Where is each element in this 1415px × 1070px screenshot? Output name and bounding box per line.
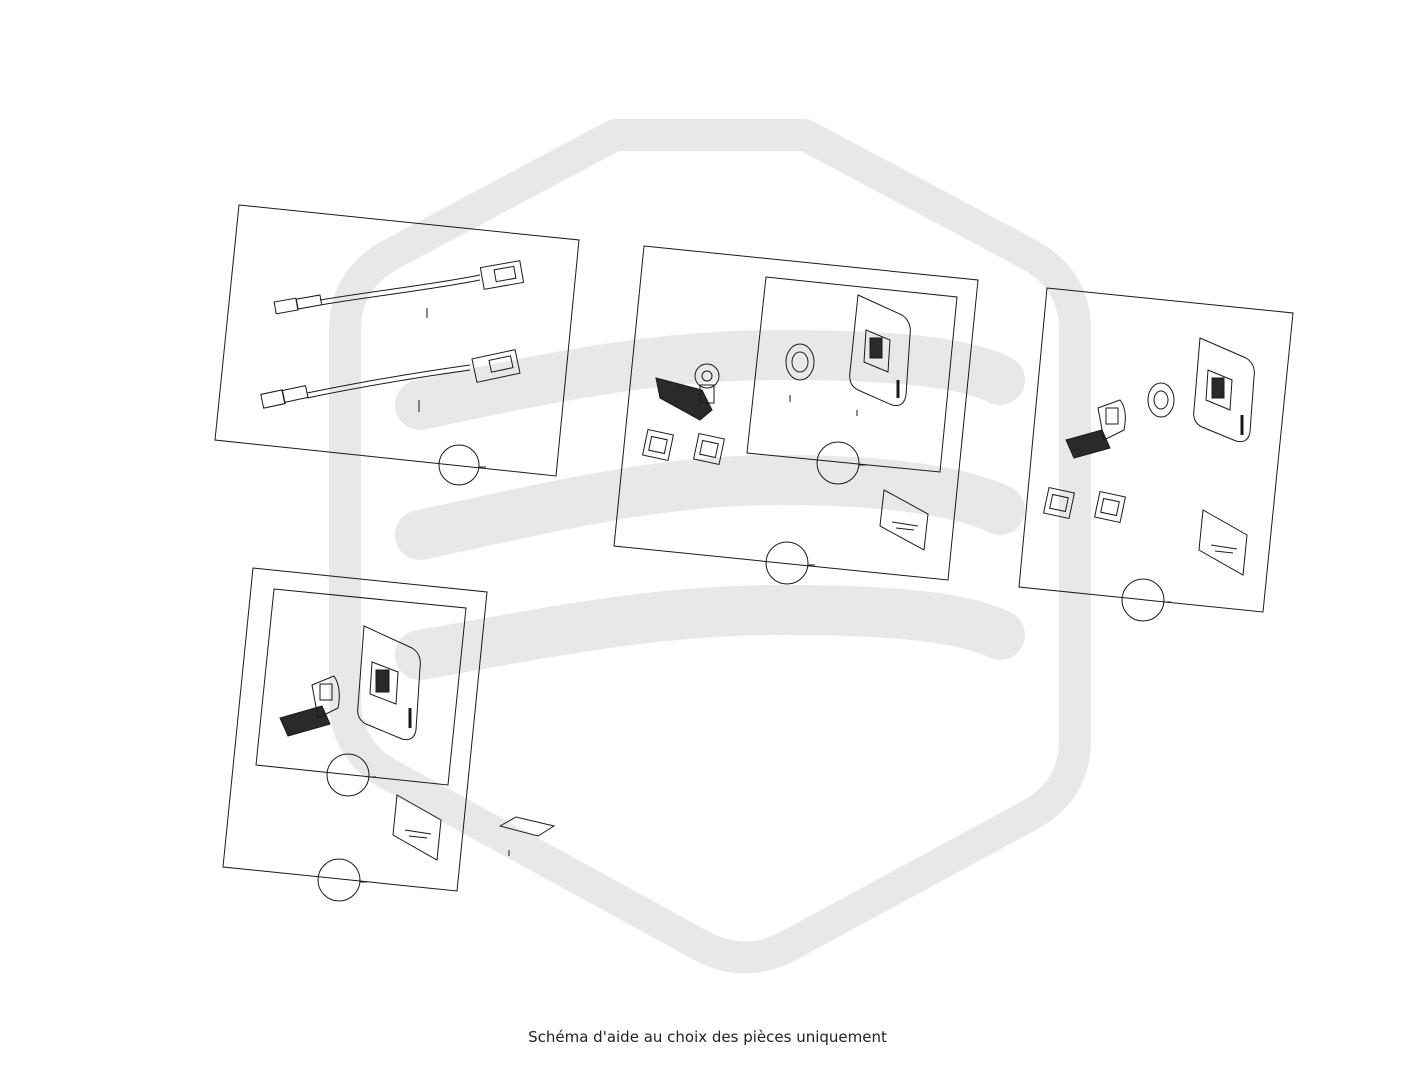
panel-car-mount-kit[interactable] (613, 245, 979, 585)
callout-circle[interactable] (438, 444, 480, 486)
mount-bracket-icon (849, 294, 911, 416)
callout-circle[interactable] (326, 753, 370, 797)
gps-mount-pad-icon (785, 343, 815, 402)
diagram-caption: Schéma d'aide au choix des pièces unique… (528, 1028, 887, 1046)
screen-protector-icon (1198, 509, 1248, 576)
clip-icon (641, 428, 675, 462)
hinge-mount-icon (279, 675, 340, 737)
clip-icon (1093, 490, 1127, 524)
screen-protector-icon (879, 489, 929, 551)
panel-mount-set-with-pad[interactable] (1018, 287, 1294, 622)
usb-cable-icon (273, 260, 525, 318)
callout-circle[interactable] (816, 441, 860, 485)
mount-bracket-icon (1193, 337, 1255, 443)
mount-bracket-icon (357, 625, 421, 741)
hinge-mount-icon (1065, 399, 1126, 459)
callout-circle[interactable] (1121, 578, 1165, 622)
adhesive-pad-icon (498, 816, 556, 856)
panel-usb-cables[interactable] (214, 204, 580, 486)
callout-circle[interactable] (765, 541, 809, 585)
car-charger-clamp-icon (655, 363, 720, 421)
panel-hinge-mount-kit[interactable] (222, 567, 488, 902)
callout-circle[interactable] (317, 858, 361, 902)
screen-protector-icon (392, 794, 442, 861)
usb-cable-icon (260, 349, 521, 412)
clip-icon (692, 432, 726, 466)
clip-icon (1042, 486, 1076, 520)
hexagon-waves-logo-icon (329, 119, 1091, 974)
gps-mount-pad-icon (1147, 382, 1175, 418)
